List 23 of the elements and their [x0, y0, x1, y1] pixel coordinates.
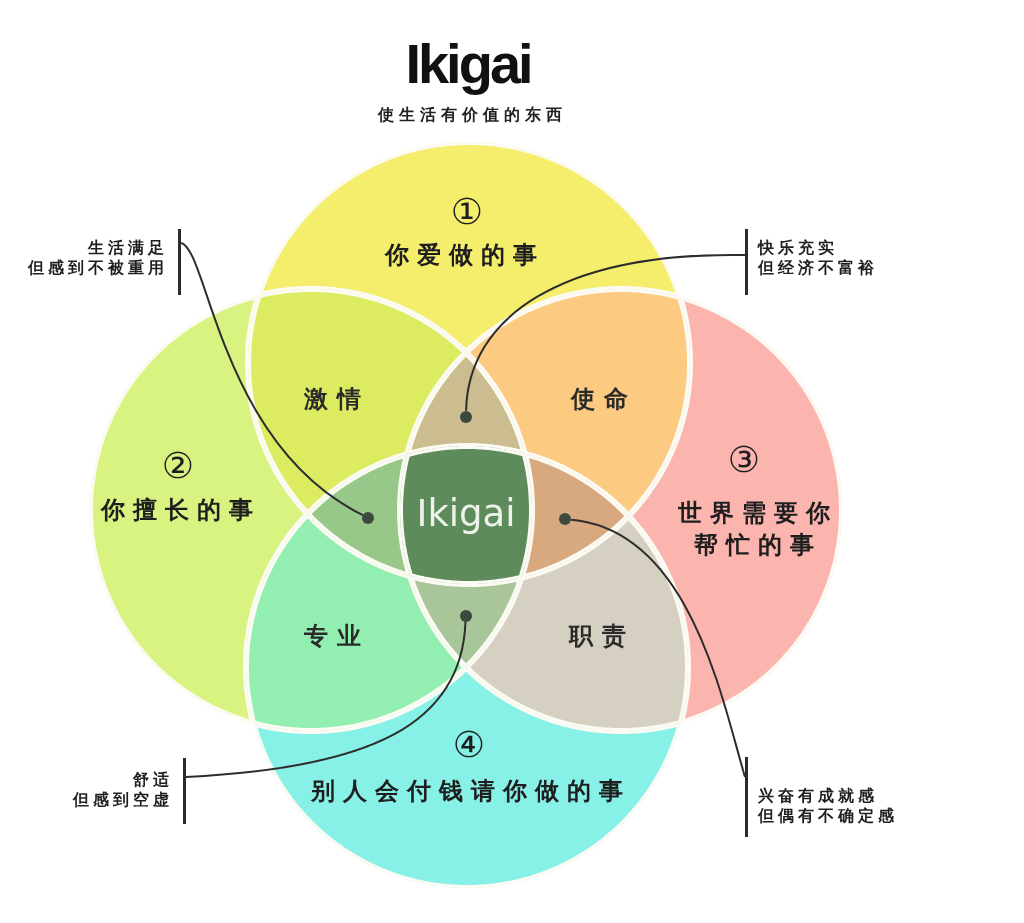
- category-label: 世界需要你帮忙的事: [678, 498, 838, 561]
- circled-number: ②: [161, 445, 195, 487]
- center-label: Ikigai: [416, 492, 516, 536]
- callout-note: 生活满足但感到不被重用: [8, 229, 181, 295]
- circled-number: ①: [450, 191, 484, 233]
- category-label: 别人会付钱请你做的事: [311, 776, 631, 807]
- overlap-label: 使命: [571, 386, 637, 414]
- category-label: 你爱做的事: [385, 240, 545, 271]
- overlap-label: 激情: [304, 386, 370, 414]
- circled-number: ④: [452, 724, 486, 766]
- subtitle: 使生活有价值的东西: [377, 105, 567, 125]
- title: Ikigai: [405, 31, 531, 97]
- leader-line: [570, 518, 746, 778]
- leader-line: [180, 242, 364, 517]
- overlap-label: 职责: [569, 623, 635, 651]
- callout-note: 舒适但感到空虚: [40, 758, 186, 824]
- callout-note: 快乐充实但经济不富裕: [745, 229, 910, 295]
- overlap-label: 专业: [304, 623, 370, 651]
- category-label: 你擅长的事: [101, 495, 261, 526]
- circled-number: ③: [727, 439, 761, 481]
- leader-line: [465, 254, 746, 412]
- callout-note: 兴奋有成就感但偶有不确定感: [745, 757, 925, 837]
- leader-line: [185, 620, 467, 778]
